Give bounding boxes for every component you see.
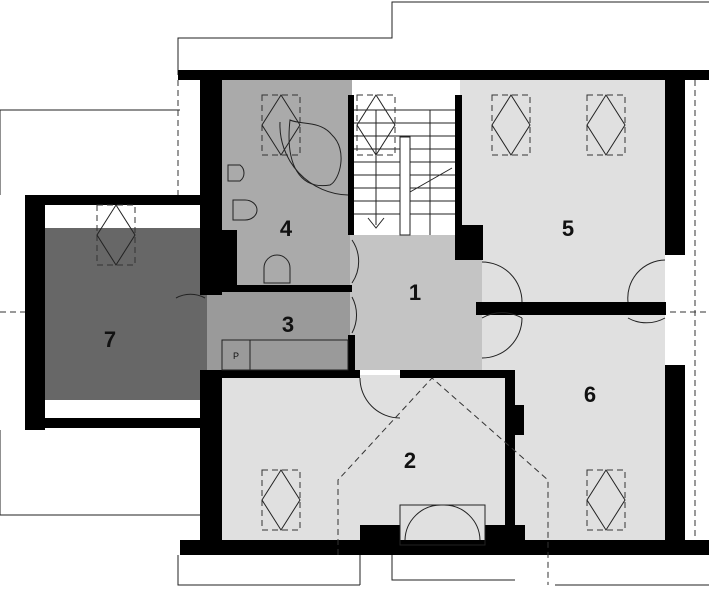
- skylights: [96, 94, 626, 531]
- skylight: [586, 469, 626, 531]
- room-3: [205, 292, 350, 370]
- room-7-balcony: [45, 205, 207, 228]
- skylight: [586, 94, 626, 156]
- room-3-label: 3: [282, 312, 294, 337]
- skylight: [261, 94, 301, 156]
- room-7-label: 7: [104, 327, 116, 352]
- room-4-bathroom: [220, 80, 352, 288]
- walls: [25, 70, 709, 555]
- room-2-label: 2: [404, 448, 416, 473]
- room-4-label: 4: [280, 216, 293, 241]
- stairs: [354, 109, 455, 236]
- skylight: [96, 204, 136, 266]
- room-7: [45, 228, 207, 400]
- bathroom-fixtures: [221, 119, 349, 371]
- doors: [175, 239, 666, 546]
- skylight: [261, 469, 301, 531]
- room-2: [220, 375, 512, 540]
- skylight: [491, 94, 531, 156]
- room-1-label: 1: [409, 280, 421, 305]
- room-5: [460, 80, 665, 305]
- room-5-label: 5: [562, 216, 574, 241]
- skylight: [356, 94, 396, 156]
- room-6-label: 6: [584, 382, 596, 407]
- dormer-outline: [337, 377, 549, 585]
- pantry-label: P: [233, 351, 239, 361]
